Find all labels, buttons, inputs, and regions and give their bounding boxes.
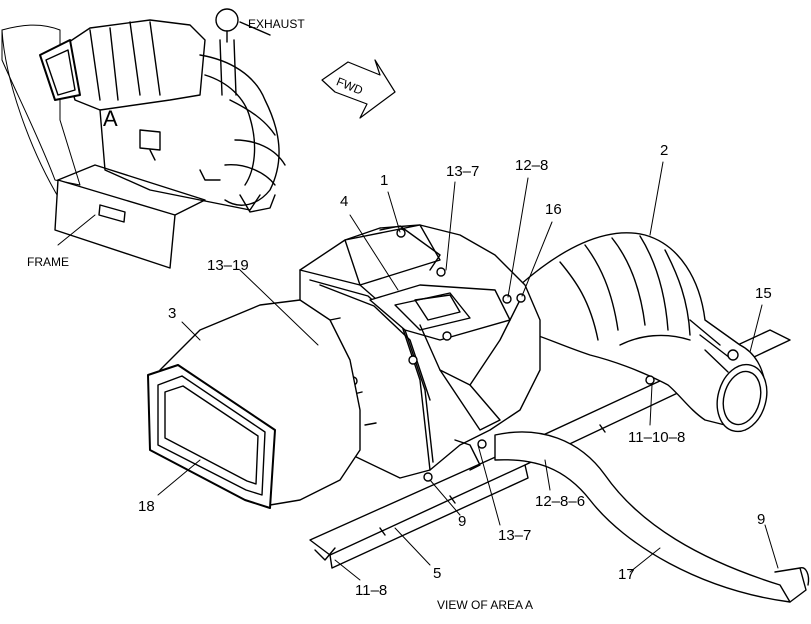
callout-11-8: 11–8 (355, 582, 388, 599)
inlet-hood (147, 299, 361, 509)
callout-5: 5 (433, 565, 442, 582)
callout-18: 18 (138, 498, 155, 515)
callout-1: 1 (380, 172, 389, 189)
drain-hose (494, 431, 810, 603)
callout-17: 17 (618, 566, 635, 583)
callout-13-7-bottom: 13–7 (498, 527, 532, 544)
callout-12-8: 12–8 (515, 157, 549, 174)
area-a-label: A (103, 106, 118, 131)
callout-13-7-top: 13–7 (446, 163, 480, 180)
callout-11-10-8: 11–10–8 (628, 429, 686, 446)
callout-13-19: 13–19 (207, 257, 249, 274)
callout-2: 2 (660, 142, 669, 159)
frame-label: FRAME (27, 255, 69, 269)
leader-lines (157, 161, 779, 581)
callout-15: 15 (755, 285, 772, 302)
callout-9-left: 9 (458, 513, 467, 530)
view-caption: VIEW OF AREA A (437, 598, 534, 612)
exhaust-label: EXHAUST (248, 17, 305, 31)
callout-4: 4 (340, 193, 349, 210)
elbow-duct (519, 232, 768, 433)
callout-12-8-6: 12–8–6 (535, 493, 586, 510)
fwd-arrow (321, 59, 396, 119)
inset-overview (1, 8, 286, 269)
callout-9-right: 9 (757, 511, 766, 528)
callout-3: 3 (168, 305, 177, 322)
callout-16: 16 (545, 201, 562, 218)
